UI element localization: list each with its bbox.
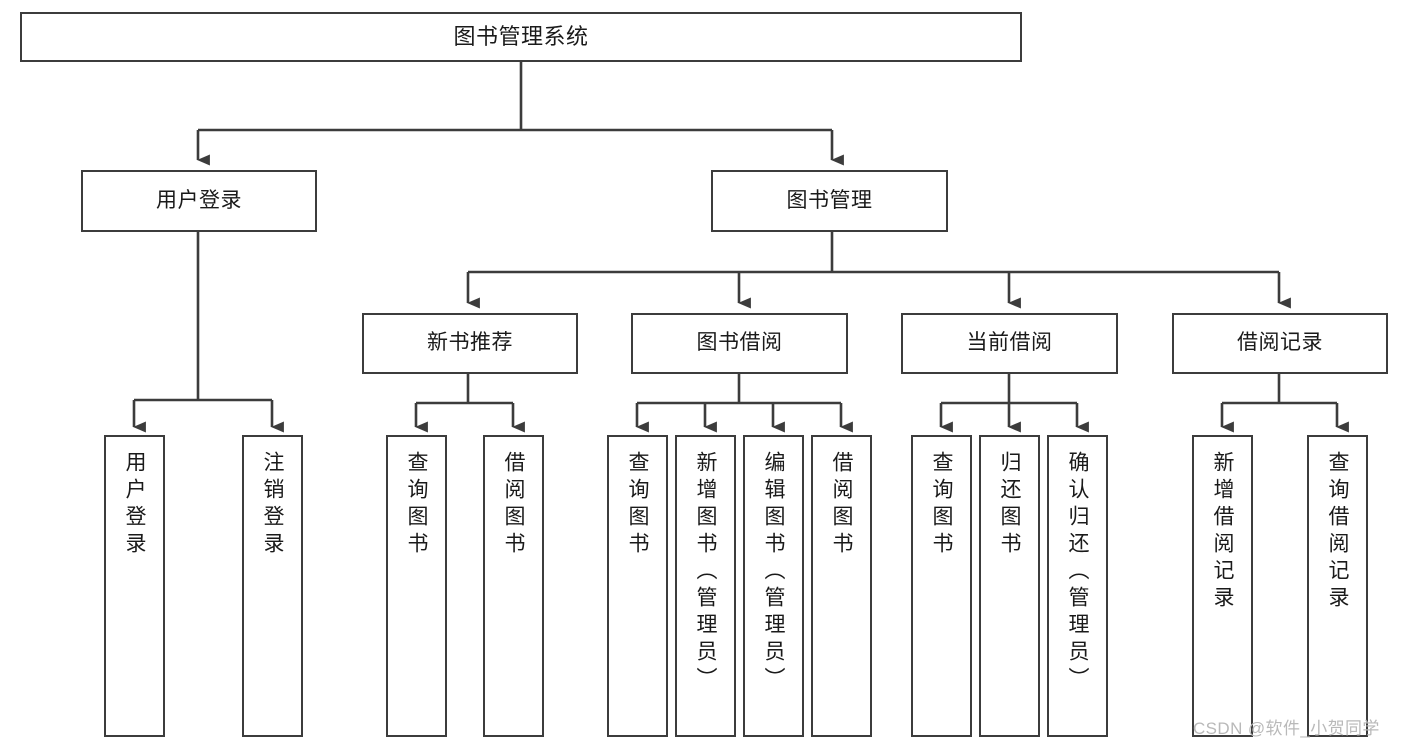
leaf-return-book[interactable]: 归还图书 [979,435,1040,737]
node-borrow-record[interactable]: 借阅记录 [1172,313,1388,374]
node-label: 确认归还（管理员） [1066,451,1089,694]
leaf-edit-book-admin[interactable]: 编辑图书（管理员） [743,435,804,737]
node-label: 借阅图书 [502,451,525,559]
node-label: 新书推荐 [427,331,513,355]
leaf-query-borrow-record[interactable]: 查询借阅记录 [1307,435,1368,737]
leaf-user-login[interactable]: 用户登录 [104,435,165,737]
node-label: 借阅图书 [830,451,853,559]
leaf-add-borrow-record[interactable]: 新增借阅记录 [1192,435,1253,737]
node-label: 查询借阅记录 [1326,451,1349,613]
node-current-borrow[interactable]: 当前借阅 [901,313,1118,374]
node-book-management[interactable]: 图书管理 [711,170,948,232]
node-label: 查询图书 [626,451,649,559]
node-new-book-recommend[interactable]: 新书推荐 [362,313,578,374]
node-label: 注销登录 [261,451,284,559]
leaf-add-book-admin[interactable]: 新增图书（管理员） [675,435,736,737]
node-label: 新增借阅记录 [1211,451,1234,613]
node-root-book-management-system[interactable]: 图书管理系统 [20,12,1022,62]
node-label: 新增图书（管理员） [694,451,717,694]
node-label: 当前借阅 [966,331,1053,355]
node-user-login[interactable]: 用户登录 [81,170,317,232]
node-label: 归还图书 [998,451,1021,559]
csdn-watermark: CSDN @软件_小贺同学 [1193,719,1380,738]
node-label: 用户登录 [123,451,146,559]
node-label: 查询图书 [930,451,953,559]
leaf-confirm-return-admin[interactable]: 确认归还（管理员） [1047,435,1108,737]
leaf-query-book-2[interactable]: 查询图书 [607,435,668,737]
node-book-borrow[interactable]: 图书借阅 [631,313,848,374]
leaf-borrow-book-1[interactable]: 借阅图书 [483,435,544,737]
leaf-query-book-3[interactable]: 查询图书 [911,435,972,737]
node-label: 编辑图书（管理员） [762,451,785,694]
node-label: 用户登录 [156,188,242,212]
leaf-logout-login[interactable]: 注销登录 [242,435,303,737]
node-label: 查询图书 [405,451,428,559]
node-label: 图书管理 [786,188,873,212]
leaf-query-book-1[interactable]: 查询图书 [386,435,447,737]
node-label: 图书借阅 [696,331,783,355]
leaf-borrow-book-2[interactable]: 借阅图书 [811,435,872,737]
node-label: 借阅记录 [1237,331,1323,355]
node-label: 图书管理系统 [453,24,589,50]
